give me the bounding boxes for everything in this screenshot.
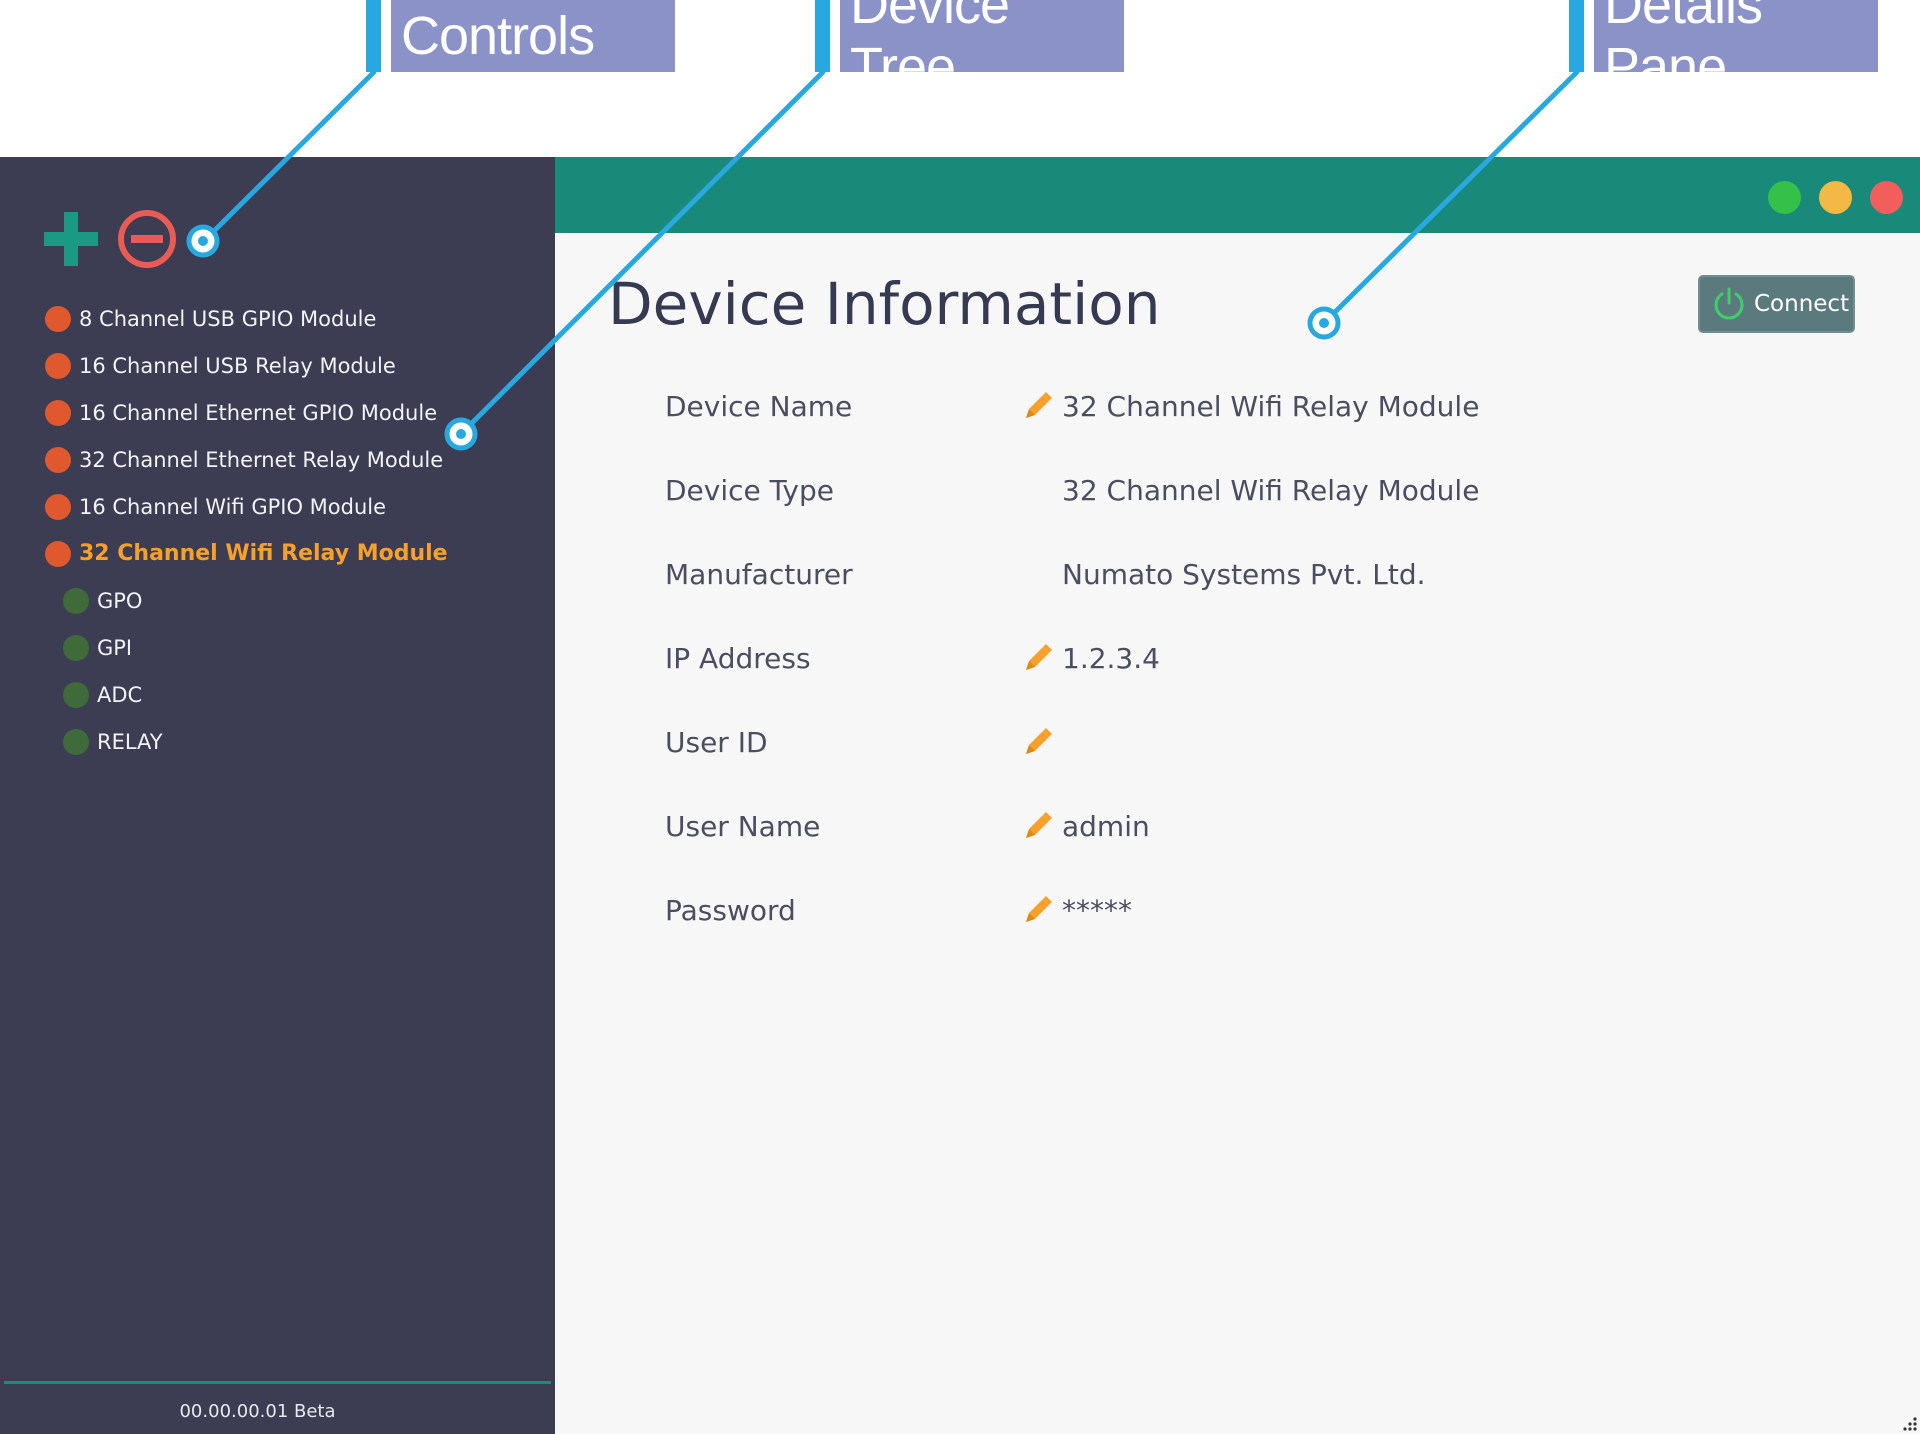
field-label: Device Name: [665, 390, 853, 423]
tree-item-label: 16 Channel Ethernet GPIO Module: [79, 400, 438, 425]
remove-device-button[interactable]: [116, 208, 178, 270]
field-label: IP Address: [665, 642, 811, 675]
tree-child-item-relay[interactable]: RELAY: [0, 718, 555, 765]
footer-divider: [4, 1381, 551, 1384]
status-dot: [63, 634, 89, 661]
tree-item-label: 16 Channel Wifi GPIO Module: [79, 494, 387, 519]
tree-item-label: 8 Channel USB GPIO Module: [79, 306, 377, 331]
pencil-icon[interactable]: [1020, 810, 1054, 844]
tree-item-label: 32 Channel Ethernet Relay Module: [79, 447, 444, 472]
pencil-icon[interactable]: [1020, 894, 1054, 928]
callout-device-tree: Device Tree: [840, 0, 1124, 97]
resize-grip-icon[interactable]: [1900, 1414, 1918, 1432]
tree-item-label: GPO: [97, 588, 143, 613]
status-dot: [63, 728, 89, 755]
tree-child-item-gpo[interactable]: GPO: [0, 577, 555, 624]
pencil-icon[interactable]: [1020, 642, 1054, 676]
sidebar: 8 Channel USB GPIO Module 16 Channel USB…: [0, 157, 555, 1434]
field-label: Password: [665, 894, 796, 927]
field-row-device-name: Device Name 32 Channel Wifi Relay Module: [555, 382, 1920, 432]
field-value: Numato Systems Pvt. Ltd.: [1062, 558, 1426, 591]
field-value: 32 Channel Wifi Relay Module: [1062, 474, 1480, 507]
tree-device-item[interactable]: 32 Channel Ethernet Relay Module: [0, 436, 555, 483]
field-label: Manufacturer: [665, 558, 853, 591]
status-dot: [63, 587, 89, 614]
field-row-password: Password *****: [555, 886, 1920, 936]
page-title: Device Information: [608, 270, 1161, 338]
controls: [40, 207, 178, 271]
maximize-button[interactable]: [1768, 181, 1801, 214]
callout-bar-controls: [366, 0, 381, 72]
tree-child-item-adc[interactable]: ADC: [0, 671, 555, 718]
power-icon: [1714, 287, 1744, 320]
connect-button[interactable]: Connect: [1698, 275, 1855, 333]
minimize-button[interactable]: [1819, 181, 1852, 214]
field-value[interactable]: *****: [1062, 894, 1132, 927]
field-value[interactable]: admin: [1062, 810, 1150, 843]
status-dot: [45, 540, 71, 567]
field-value[interactable]: 1.2.3.4: [1062, 642, 1160, 675]
tree-item-label: ADC: [97, 682, 143, 707]
add-device-button[interactable]: [40, 208, 102, 270]
field-row-device-type: Device Type 32 Channel Wifi Relay Module: [555, 466, 1920, 516]
pencil-icon[interactable]: [1020, 390, 1054, 424]
tree-device-item[interactable]: 16 Channel Ethernet GPIO Module: [0, 389, 555, 436]
status-dot: [45, 352, 71, 379]
callout-bar-device-tree: [815, 0, 830, 72]
title-bar[interactable]: [555, 157, 1920, 233]
version-label: 00.00.00.01 Beta: [179, 1401, 336, 1422]
callout-controls: Controls: [391, 0, 675, 72]
status-dot: [63, 681, 89, 708]
field-row-user-id: User ID: [555, 718, 1920, 768]
tree-item-label: GPI: [97, 635, 133, 660]
tree-item-label: 16 Channel USB Relay Module: [79, 353, 396, 378]
close-button[interactable]: [1870, 181, 1903, 214]
status-dot: [45, 305, 71, 332]
callout-details-pane: Details Pane: [1594, 0, 1878, 97]
field-row-manufacturer: Manufacturer Numato Systems Pvt. Ltd.: [555, 550, 1920, 600]
status-dot: [45, 446, 71, 473]
field-label: Device Type: [665, 474, 834, 507]
tree-device-item[interactable]: 8 Channel USB GPIO Module: [0, 295, 555, 342]
field-row-user-name: User Name admin: [555, 802, 1920, 852]
device-tree: 8 Channel USB GPIO Module 16 Channel USB…: [0, 295, 555, 765]
tree-item-label: 32 Channel Wifi Relay Module: [79, 541, 448, 566]
field-row-ip-address: IP Address 1.2.3.4: [555, 634, 1920, 684]
pencil-icon[interactable]: [1020, 726, 1054, 760]
status-dot: [45, 399, 71, 426]
tree-device-item[interactable]: 16 Channel Wifi GPIO Module: [0, 483, 555, 530]
field-label: User ID: [665, 726, 768, 759]
tree-device-item-selected[interactable]: 32 Channel Wifi Relay Module: [0, 530, 555, 577]
tree-item-label: RELAY: [97, 729, 163, 754]
details-pane: Device Information Connect Device Name 32…: [555, 157, 1920, 1434]
callout-bar-details-pane: [1569, 0, 1584, 72]
tree-device-item[interactable]: 16 Channel USB Relay Module: [0, 342, 555, 389]
field-label: User Name: [665, 810, 821, 843]
status-dot: [45, 493, 71, 520]
connect-label: Connect: [1754, 291, 1850, 317]
tree-child-item-gpi[interactable]: GPI: [0, 624, 555, 671]
field-value[interactable]: 32 Channel Wifi Relay Module: [1062, 390, 1480, 423]
